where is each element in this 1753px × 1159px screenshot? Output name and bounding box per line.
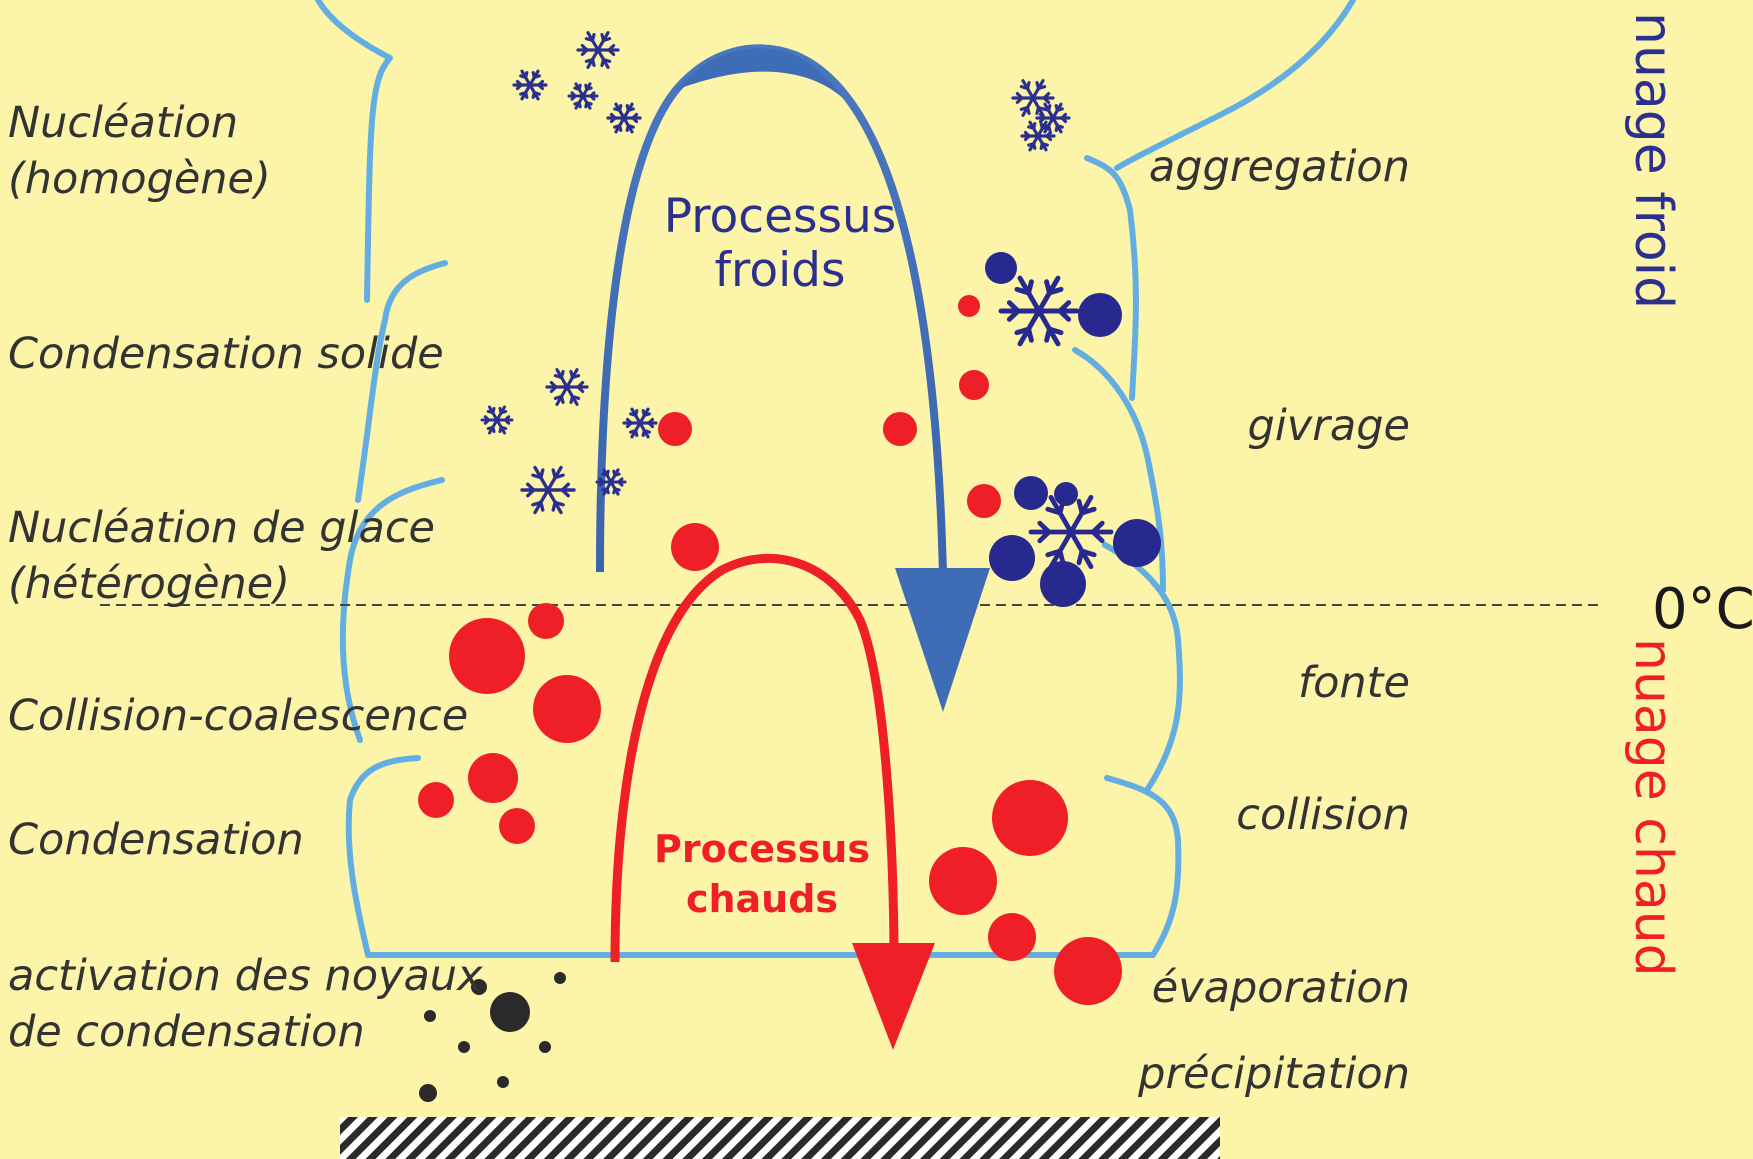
aerosol-particle-icon bbox=[497, 1076, 509, 1088]
label-aggregation: aggregation bbox=[1149, 139, 1410, 195]
caption-line: chauds bbox=[612, 874, 912, 924]
label-condensation: Condensation bbox=[8, 812, 304, 868]
label-line: de condensation bbox=[8, 1004, 483, 1060]
droplet-icon bbox=[929, 847, 997, 915]
snowflake-icon bbox=[1001, 278, 1077, 344]
ice-particle bbox=[1113, 519, 1161, 567]
droplet-icon bbox=[658, 412, 692, 446]
label-line: Nucléation de glace bbox=[8, 500, 435, 556]
snowflake-icon bbox=[624, 409, 656, 437]
snowflake-icon bbox=[514, 71, 546, 99]
ice-particle bbox=[1054, 482, 1078, 506]
label-condensation-solide: Condensation solide bbox=[8, 326, 444, 382]
label-givrage: givrage bbox=[1248, 398, 1410, 454]
warm-process-arrow bbox=[615, 558, 935, 1050]
label-collision: collision bbox=[1236, 787, 1410, 843]
ground-hatch bbox=[340, 1117, 1220, 1159]
label-collision-coalescence: Collision-coalescence bbox=[8, 688, 468, 744]
caption-line: Processus bbox=[630, 190, 930, 244]
droplet-icon bbox=[671, 523, 719, 571]
droplet-icon bbox=[468, 753, 518, 803]
ice-particle bbox=[1014, 476, 1048, 510]
rimed-crystal-lower bbox=[989, 476, 1161, 607]
droplet-icon bbox=[967, 484, 1001, 518]
snowflake-icon bbox=[578, 33, 618, 68]
droplet-icon bbox=[992, 780, 1068, 856]
rimed-crystal-upper bbox=[985, 252, 1122, 344]
ice-particle bbox=[985, 252, 1017, 284]
ice-particle bbox=[989, 535, 1035, 581]
droplet-icon bbox=[1054, 937, 1122, 1005]
snowflake-icon bbox=[569, 84, 597, 108]
warm-process-caption: Processus chauds bbox=[612, 824, 912, 924]
droplet-icon bbox=[499, 808, 535, 844]
aerosol-particle-icon bbox=[490, 992, 530, 1032]
caption-line: Processus bbox=[612, 824, 912, 874]
label-line: Nucléation bbox=[8, 95, 271, 151]
snowflake-icon bbox=[1031, 497, 1111, 566]
droplet-icon bbox=[449, 618, 525, 694]
aerosol-particle-icon bbox=[554, 972, 566, 984]
snowflake-icon bbox=[522, 467, 574, 512]
freezing-level-label: 0°C bbox=[1652, 577, 1753, 642]
ice-particle bbox=[1040, 561, 1086, 607]
droplet-icon bbox=[883, 412, 917, 446]
label-line: (hétérogène) bbox=[8, 556, 435, 612]
droplet-icon bbox=[533, 675, 601, 743]
label-nucleation-glace: Nucléation de glace (hétérogène) bbox=[8, 500, 435, 612]
droplet-icon bbox=[418, 782, 454, 818]
ice-particle bbox=[1078, 293, 1122, 337]
aerosol-particle-icon bbox=[419, 1084, 437, 1102]
label-line: (homogène) bbox=[8, 151, 271, 207]
droplet-icon bbox=[528, 603, 564, 639]
label-line: activation des noyaux bbox=[8, 948, 483, 1004]
droplet-icon bbox=[988, 913, 1036, 961]
label-evaporation: évaporation bbox=[1152, 960, 1410, 1016]
snowflake-icon bbox=[482, 407, 512, 433]
warm-cloud-label: nuage chaud bbox=[1623, 638, 1683, 977]
cold-cloud-label: nuage froid bbox=[1623, 12, 1683, 309]
cold-process-arrow bbox=[600, 48, 990, 712]
cold-process-caption: Processus froids bbox=[630, 190, 930, 298]
droplet-icon bbox=[959, 370, 989, 400]
label-activation: activation des noyaux de condensation bbox=[8, 948, 483, 1060]
label-nucleation-homogene: Nucléation (homogène) bbox=[8, 95, 271, 207]
label-fonte: fonte bbox=[1298, 655, 1410, 711]
caption-line: froids bbox=[630, 244, 930, 298]
snowflake-icon bbox=[608, 104, 640, 132]
snowflake-icon bbox=[547, 370, 587, 405]
droplet-icon bbox=[958, 295, 980, 317]
label-precipitation: précipitation bbox=[1138, 1046, 1410, 1102]
aerosol-particle-icon bbox=[539, 1041, 551, 1053]
